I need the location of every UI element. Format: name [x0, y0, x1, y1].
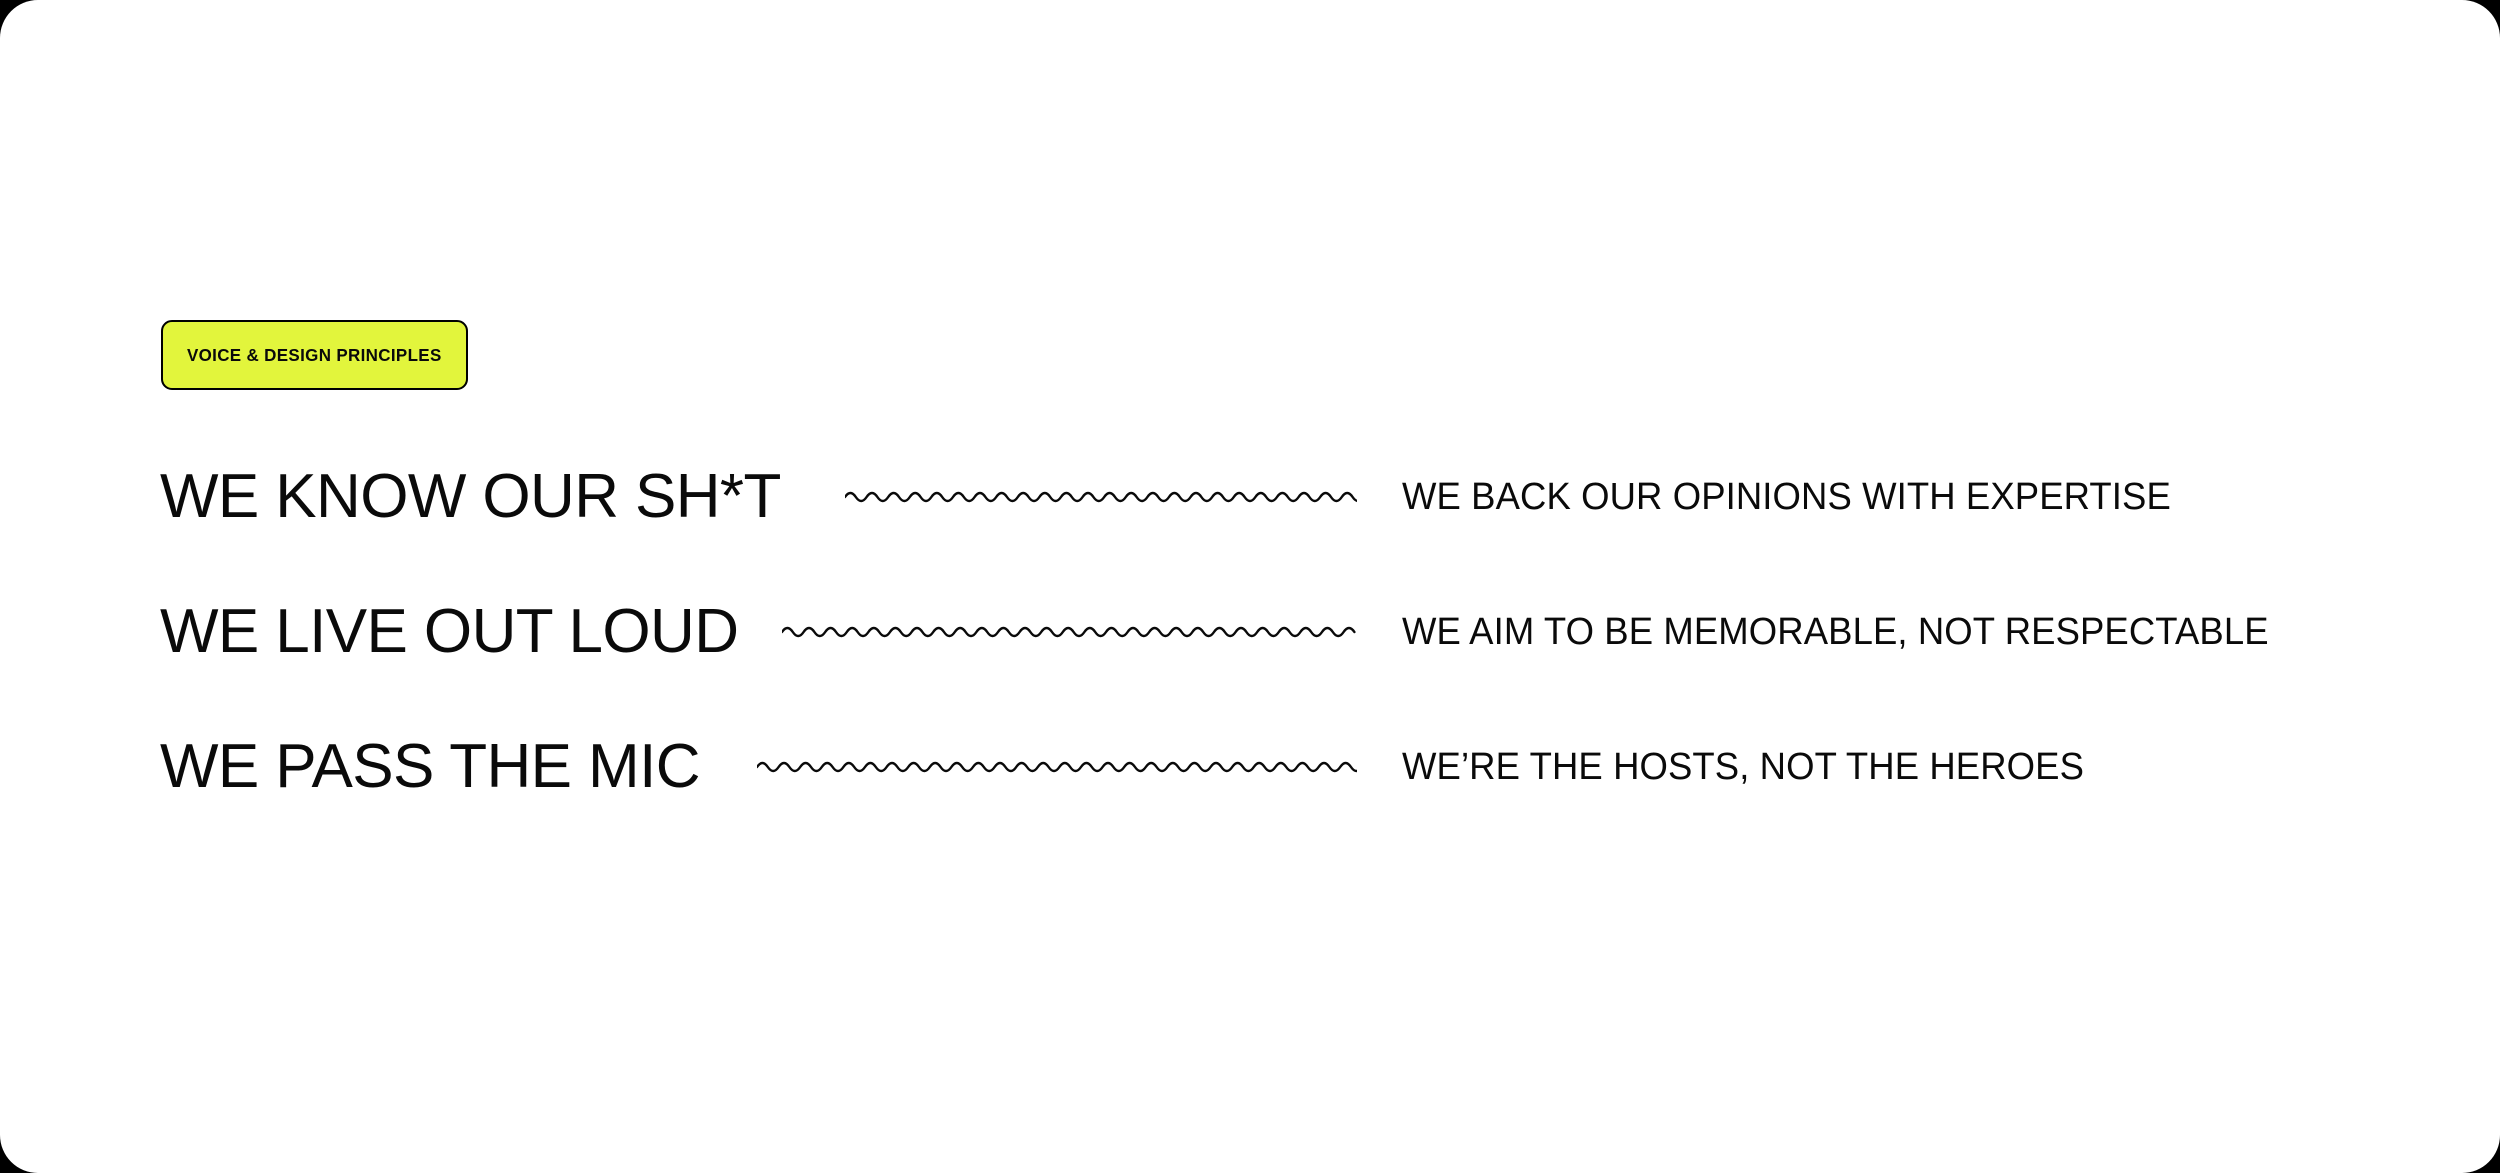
principle-detail: WE AIM TO BE MEMORABLE, NOT RESPECTABLE — [1402, 611, 2269, 653]
principle-row: WE PASS THE MIC WE’RE THE HOSTS, NOT THE… — [0, 732, 2500, 802]
squiggle-divider-icon — [782, 619, 1357, 645]
principle-title: WE KNOW OUR SH*T — [160, 462, 781, 531]
principle-title: WE PASS THE MIC — [160, 732, 700, 801]
principle-title: WE LIVE OUT LOUD — [160, 597, 739, 666]
section-badge-label: VOICE & DESIGN PRINCIPLES — [186, 344, 442, 365]
principle-row: WE KNOW OUR SH*T WE BACK OUR OPINIONS WI… — [0, 462, 2500, 532]
section-badge: VOICE & DESIGN PRINCIPLES — [161, 320, 468, 390]
principle-detail: WE’RE THE HOSTS, NOT THE HEROES — [1402, 746, 2085, 788]
squiggle-divider-icon — [845, 484, 1357, 510]
principle-detail: WE BACK OUR OPINIONS WITH EXPERTISE — [1402, 476, 2171, 518]
squiggle-divider-icon — [757, 754, 1357, 780]
principle-row: WE LIVE OUT LOUD WE AIM TO BE MEMORABLE,… — [0, 597, 2500, 667]
